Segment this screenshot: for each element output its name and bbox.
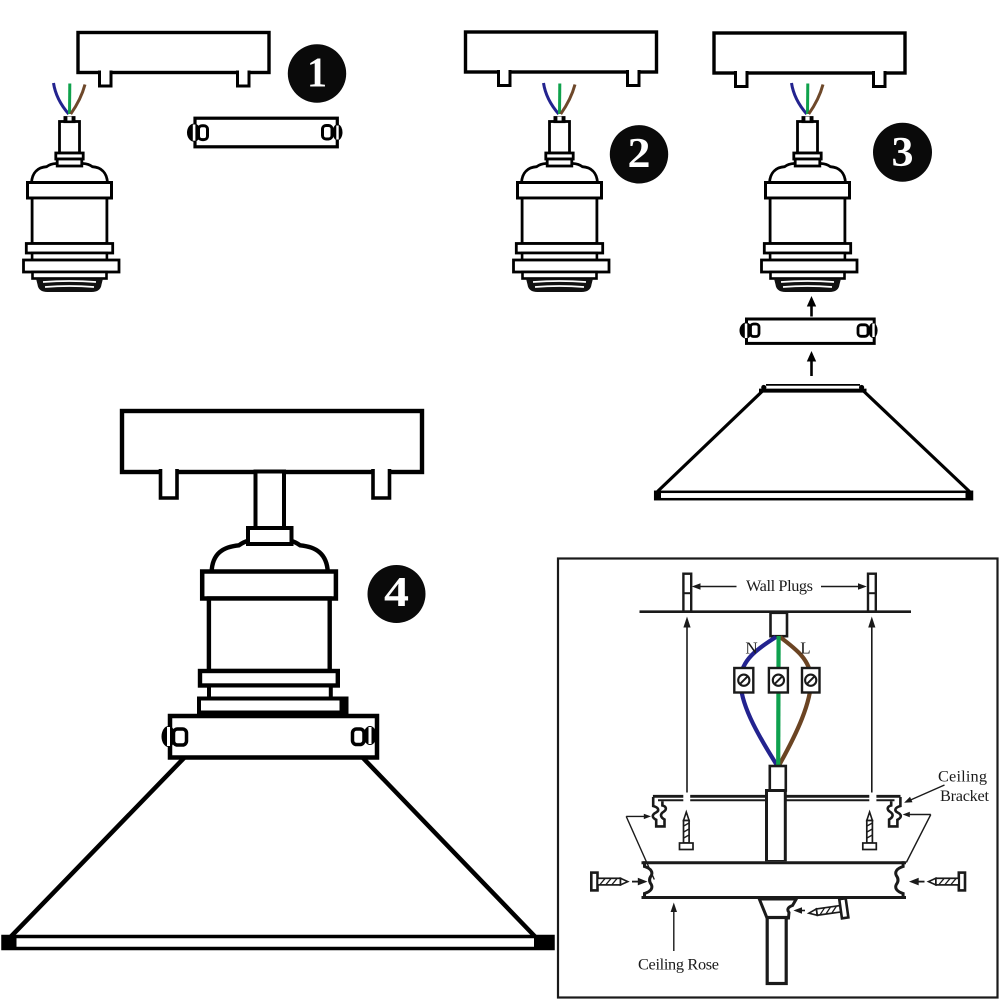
svg-text:Ceiling: Ceiling xyxy=(938,767,987,786)
svg-text:3: 3 xyxy=(892,130,914,176)
svg-text:2: 2 xyxy=(628,131,651,177)
svg-text:Ceiling Rose: Ceiling Rose xyxy=(638,955,719,974)
svg-text:L: L xyxy=(800,639,810,658)
svg-text:4: 4 xyxy=(384,570,409,616)
svg-text:1: 1 xyxy=(307,50,327,96)
svg-text:N: N xyxy=(745,639,757,658)
svg-text:Wall Plugs: Wall Plugs xyxy=(746,576,813,595)
svg-text:Bracket: Bracket xyxy=(940,786,989,805)
